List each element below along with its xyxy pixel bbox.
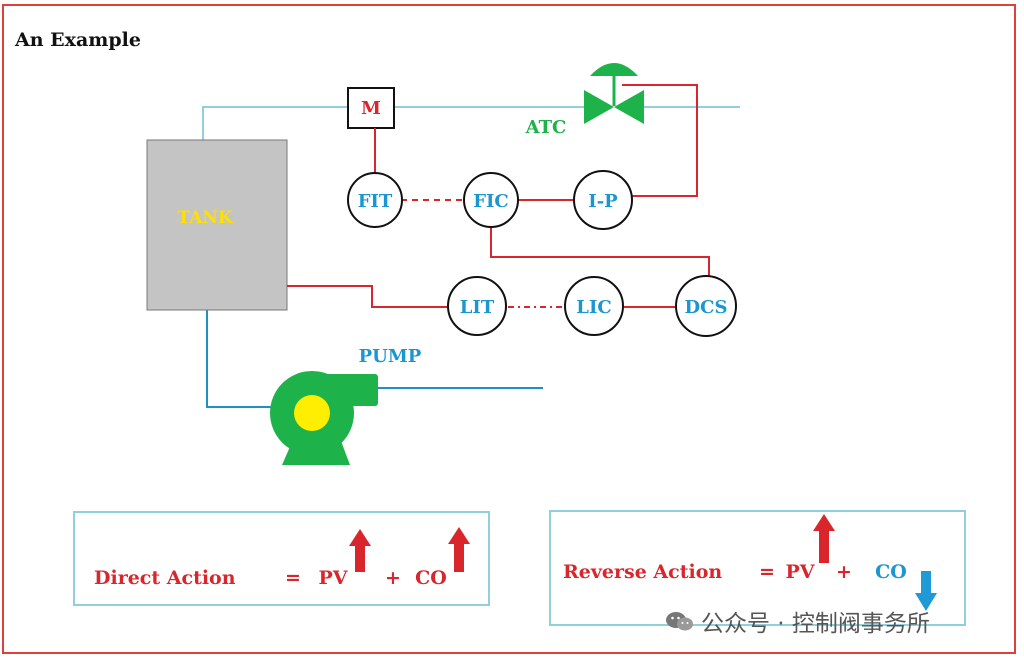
tank xyxy=(146,139,288,311)
tank-label: TANK xyxy=(177,208,233,228)
signal-lines xyxy=(287,84,710,308)
lic-bubble xyxy=(564,276,624,336)
direct-co-up-arrow xyxy=(448,527,470,572)
page-title: An Example xyxy=(15,29,141,51)
diagram-frame xyxy=(2,4,1016,654)
ip-label: I-P xyxy=(588,191,618,212)
pump xyxy=(270,371,378,465)
dcs-bubble xyxy=(675,275,737,337)
reverse-action-co: CO xyxy=(875,561,907,583)
pump-impeller xyxy=(294,395,330,431)
direct-action-equals: = xyxy=(285,567,301,589)
ip-to-valve-line xyxy=(622,84,698,197)
tank-to-pump-line xyxy=(206,310,290,408)
watermark: 公众号 · 控制阀事务所 xyxy=(665,604,930,638)
lit-label: LIT xyxy=(460,297,495,318)
reverse-action-plus: + xyxy=(836,561,852,583)
reverse-action-pv: PV xyxy=(785,561,815,583)
ip-bubble xyxy=(573,170,633,230)
pump-lines xyxy=(206,310,543,408)
lit-bubble xyxy=(447,276,507,336)
direct-action-frame xyxy=(73,511,490,606)
instrument-bubbles: FIT FIC I-P LIT LIC DCS xyxy=(347,170,737,337)
fic-label: FIC xyxy=(473,191,509,212)
fit-bubble xyxy=(347,172,403,228)
reverse-action-frame xyxy=(549,510,966,626)
motor-label: M xyxy=(361,98,381,119)
direct-action-label: Direct Action xyxy=(94,567,236,589)
reverse-action-equals: = xyxy=(759,561,775,583)
reverse-pv-up-arrow xyxy=(813,514,835,563)
fic-bubble xyxy=(463,172,519,228)
reverse-action-box: Reverse Action = PV + CO xyxy=(549,510,966,626)
lic-label: LIC xyxy=(576,297,611,318)
valve-body-right xyxy=(614,90,644,124)
reverse-co-down-arrow xyxy=(915,571,937,611)
fic-to-dcs-line xyxy=(490,226,710,279)
motor-box xyxy=(347,87,395,129)
direct-action-co: CO xyxy=(415,567,447,589)
control-valve xyxy=(584,63,644,124)
direct-action-box: Direct Action = PV + CO xyxy=(73,511,490,606)
valve-actuator xyxy=(590,63,638,76)
fit-label: FIT xyxy=(358,191,393,212)
dcs-label: DCS xyxy=(685,297,728,318)
valve-label: ATC xyxy=(525,117,567,138)
tank-to-lit-line xyxy=(287,285,448,308)
direct-pv-up-arrow xyxy=(349,529,371,572)
valve-body-left xyxy=(584,90,614,124)
wechat-icon xyxy=(666,612,693,631)
reverse-action-label: Reverse Action xyxy=(563,561,722,583)
direct-action-plus: + xyxy=(385,567,401,589)
direct-action-pv: PV xyxy=(318,567,348,589)
pump-label: PUMP xyxy=(359,346,422,367)
watermark-text: 公众号 · 控制阀事务所 xyxy=(701,611,930,637)
